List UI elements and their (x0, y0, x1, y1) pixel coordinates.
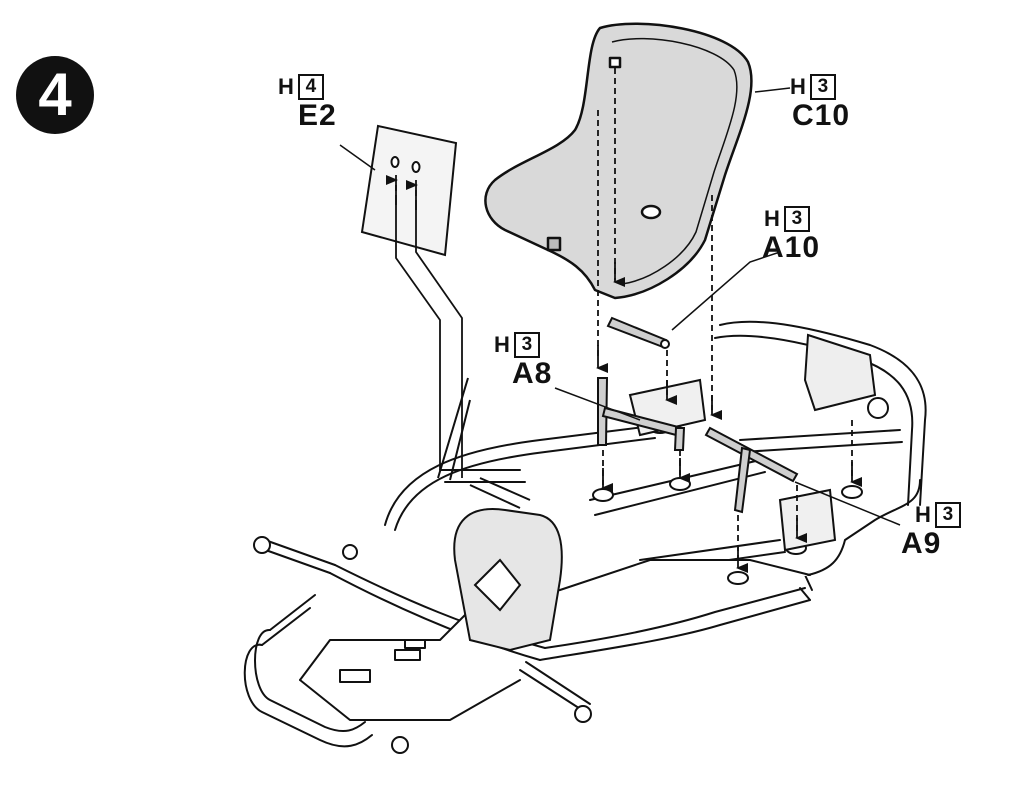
callout-letter: H (915, 502, 931, 527)
rear-plate (803, 333, 889, 419)
leader-lines (339, 87, 901, 526)
part-a10 (606, 316, 670, 349)
part-label-a10: A10 (762, 231, 821, 264)
part-label-a8: A8 (512, 357, 553, 390)
callout-box: 4 (297, 74, 324, 100)
part-label-e2: E2 (298, 99, 337, 132)
kart-frame (243, 320, 927, 754)
callout-box: 3 (513, 332, 540, 358)
part-label-c10: C10 (792, 99, 851, 132)
callout-letter: H (278, 74, 294, 99)
steering-column (437, 377, 531, 509)
part-a9 (704, 426, 799, 514)
fuel-tank (453, 508, 563, 652)
callout-box: 3 (934, 502, 961, 528)
callout-box: 3 (783, 206, 810, 232)
callout-letter: H (790, 74, 806, 99)
part-a8 (597, 377, 686, 451)
callout-box: 3 (809, 74, 836, 100)
panel-e2 (360, 124, 458, 257)
guide-arrows (386, 175, 862, 573)
seat-c10 (484, 22, 753, 300)
step-number-badge: 4 (16, 56, 94, 134)
e2-guide-lines (395, 200, 463, 478)
callout-letter: H (494, 332, 510, 357)
part-label-a9: A9 (901, 527, 942, 560)
callout-letter: H (764, 206, 780, 231)
